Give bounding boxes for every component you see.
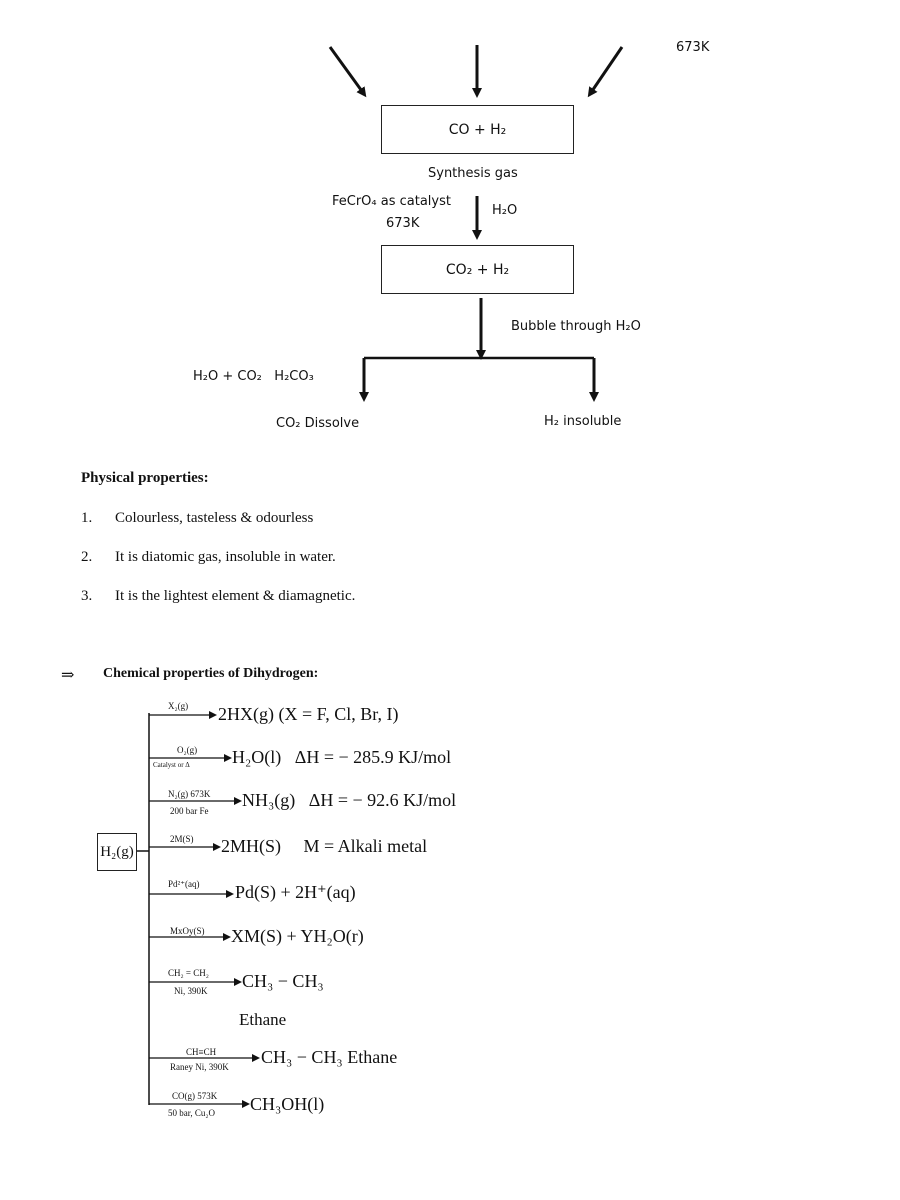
implies-arrow-icon: ⇒ xyxy=(61,667,75,684)
reaction-condition-top: O₂(g) xyxy=(177,745,198,755)
reaction-condition-bottom: Catalyst or Δ xyxy=(153,761,190,769)
reaction-product: XM(S) + YH₂O(r) xyxy=(231,926,364,946)
reaction-condition-top: Pd²⁺(aq) xyxy=(168,879,200,889)
reaction-product: 2MH(S) M = Alkali metal xyxy=(221,836,428,856)
reaction-condition-top: X₂(g) xyxy=(168,701,189,711)
chemical-properties-heading: Chemical properties of Dihydrogen: xyxy=(103,666,319,681)
box-co2-h2-text: CO₂ + H₂ xyxy=(445,261,510,278)
box-co-h2-text: CO + H₂ xyxy=(448,121,507,138)
list-item-number: 1. xyxy=(81,510,93,526)
reaction-condition-top: CO(g) 573K xyxy=(172,1091,218,1101)
reaction-condition-top: CH₂ = CH₂ xyxy=(168,968,209,978)
reaction-product: NH₃(g) ΔH = − 92.6 KJ/mol xyxy=(242,790,457,810)
reaction-condition-top: N₂(g) 673K xyxy=(168,789,211,799)
reaction-product: H₂O(l) ΔH = − 285.9 KJ/mol xyxy=(232,747,452,767)
reaction-product: Pd(S) + 2H⁺(aq) xyxy=(235,882,356,902)
synthesis-gas-caption: Synthesis gas xyxy=(428,166,518,181)
reaction-product: CH₃ − CH₃ Ethane xyxy=(261,1047,398,1067)
reaction-condition-bottom: Ni, 390K xyxy=(174,986,208,996)
ethane-label: Ethane xyxy=(239,1010,287,1029)
reaction-product: 2HX(g) (X = F, Cl, Br, I) xyxy=(218,704,399,724)
bubble-label: Bubble through H₂O xyxy=(511,319,641,334)
reaction-product: CH₃OH(l) xyxy=(250,1094,325,1114)
water-reagent-label: H₂O xyxy=(492,203,518,218)
list-item-number: 2. xyxy=(81,549,93,565)
physical-properties-heading: Physical properties: xyxy=(81,470,209,486)
co2-dissolve-label: CO₂ Dissolve xyxy=(276,416,360,431)
arrow-left-diagonal xyxy=(328,46,367,98)
reaction-product: CH₃ − CH₃ xyxy=(242,971,324,991)
reaction-condition-bottom: Raney Ni, 390K xyxy=(170,1062,229,1072)
catalyst-label: FeCrO₄ as catalyst xyxy=(332,194,451,209)
top-right-label: 673K xyxy=(676,40,710,55)
h2-reactant-text: H₂(g) xyxy=(100,843,134,860)
temperature-label: 673K xyxy=(386,216,420,231)
h2-insoluble-label: H₂ insoluble xyxy=(544,414,622,429)
reaction-condition-bottom: 200 bar Fe xyxy=(170,806,209,816)
arrow-right-diagonal xyxy=(587,46,624,98)
reaction-condition-bottom: 50 bar, Cu₂O xyxy=(168,1108,216,1118)
list-item-number: 3. xyxy=(81,588,93,604)
reaction-condition-top: CH≡CH xyxy=(186,1047,217,1057)
carbonic-acid-reaction: H₂O + CO₂ H₂CO₃ xyxy=(193,369,314,384)
reaction-tree xyxy=(137,711,260,1108)
h2-reactant-box: H₂(g) xyxy=(97,833,137,871)
list-item: It is the lightest element & diamagnetic… xyxy=(115,588,356,604)
box-co2-h2: CO₂ + H₂ xyxy=(381,245,574,294)
reaction-condition-top: 2M(S) xyxy=(170,834,194,844)
flow-diagram xyxy=(328,45,624,402)
box-co-h2: CO + H₂ xyxy=(381,105,574,154)
reaction-condition-top: MxOy(S) xyxy=(170,926,205,936)
list-item: Colourless, tasteless & odourless xyxy=(115,510,314,526)
list-item: It is diatomic gas, insoluble in water. xyxy=(115,549,336,565)
